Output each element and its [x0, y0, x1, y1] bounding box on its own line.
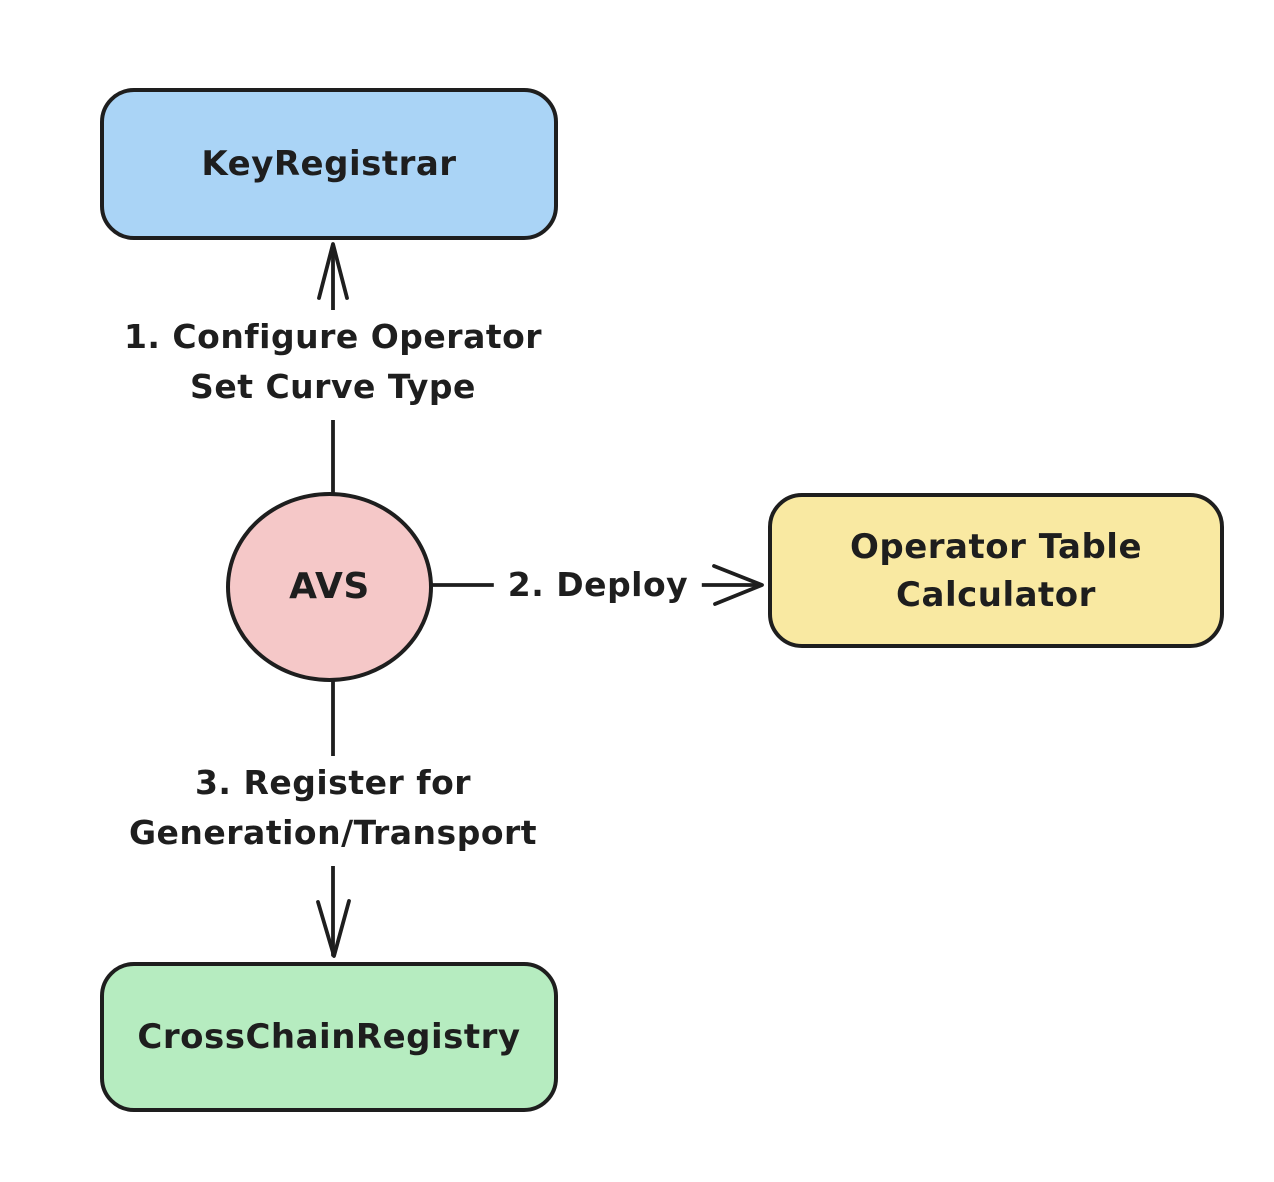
edge-deploy-arrowhead-icon — [712, 564, 764, 606]
edge-label-register: 3. Register for Generation/Transport — [114, 756, 552, 866]
edge-label-register-line1: 3. Register for — [194, 763, 472, 802]
edge-label-register-line2: Generation/Transport — [128, 813, 538, 852]
node-key-registrar: KeyRegistrar — [100, 88, 558, 240]
node-key-registrar-label: KeyRegistrar — [201, 144, 457, 184]
edge-label-configure-line2: Set Curve Type — [190, 367, 476, 406]
edge-label-deploy-line1: 2. Deploy — [507, 565, 689, 604]
node-cross-chain-registry: CrossChainRegistry — [100, 962, 558, 1112]
edge-label-configure: 1. Configure Operator Set Curve Type — [109, 310, 557, 420]
node-cross-chain-registry-label: CrossChainRegistry — [137, 1017, 521, 1057]
node-operator-table-calculator-label-line1: Operator Table — [849, 526, 1143, 567]
edge-label-deploy: 2. Deploy — [493, 554, 703, 616]
edge-label-configure-line1: 1. Configure Operator — [123, 317, 543, 356]
node-avs: AVS — [226, 492, 433, 682]
edge-register-arrowhead-icon — [316, 899, 351, 958]
node-avs-label: AVS — [289, 566, 370, 607]
edge-configure-arrowhead-icon — [317, 242, 349, 300]
node-operator-table-calculator: Operator Table Calculator — [768, 493, 1224, 648]
node-operator-table-calculator-label-line2: Calculator — [896, 574, 1096, 615]
